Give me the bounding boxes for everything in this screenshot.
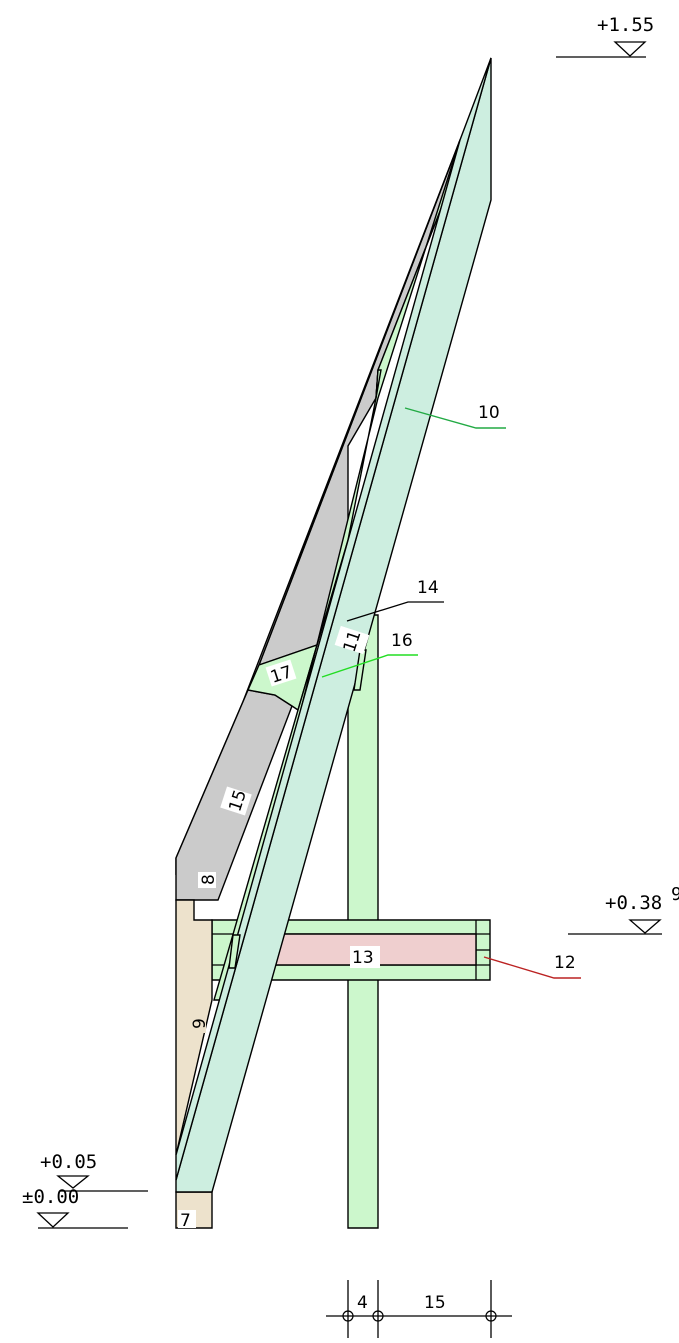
- label-7: 7: [180, 1211, 191, 1231]
- elevation-mid-sup: 9: [671, 884, 679, 905]
- label-14: 14: [417, 578, 439, 598]
- leader-10: [404, 407, 506, 429]
- label-10: 10: [478, 403, 500, 423]
- elevation-low: +0.05: [40, 1151, 148, 1192]
- label-12: 12: [554, 953, 576, 973]
- dimension-15: 15: [424, 1293, 446, 1313]
- elevation-base: ±0.00: [22, 1186, 128, 1229]
- leader-16: [321, 654, 418, 678]
- label-8: 8: [199, 874, 219, 885]
- elevation-low-label: +0.05: [40, 1151, 97, 1173]
- elevation-base-label: ±0.00: [22, 1186, 79, 1208]
- inner-green-strip: [213, 139, 461, 1001]
- elevation-top: +1.55: [556, 14, 654, 58]
- label-13: 13: [352, 948, 374, 968]
- elevation-top-label: +1.55: [597, 14, 654, 36]
- leader-14: [346, 601, 444, 622]
- elevation-mid: +0.38 9: [568, 884, 679, 935]
- elevation-mid-label: +0.38: [605, 892, 662, 914]
- dimension-line: 4 15: [326, 1280, 512, 1338]
- label-16: 16: [391, 631, 413, 651]
- label-9: 9: [190, 1018, 210, 1029]
- leader-12: [483, 956, 581, 979]
- dimension-4: 4: [357, 1293, 368, 1313]
